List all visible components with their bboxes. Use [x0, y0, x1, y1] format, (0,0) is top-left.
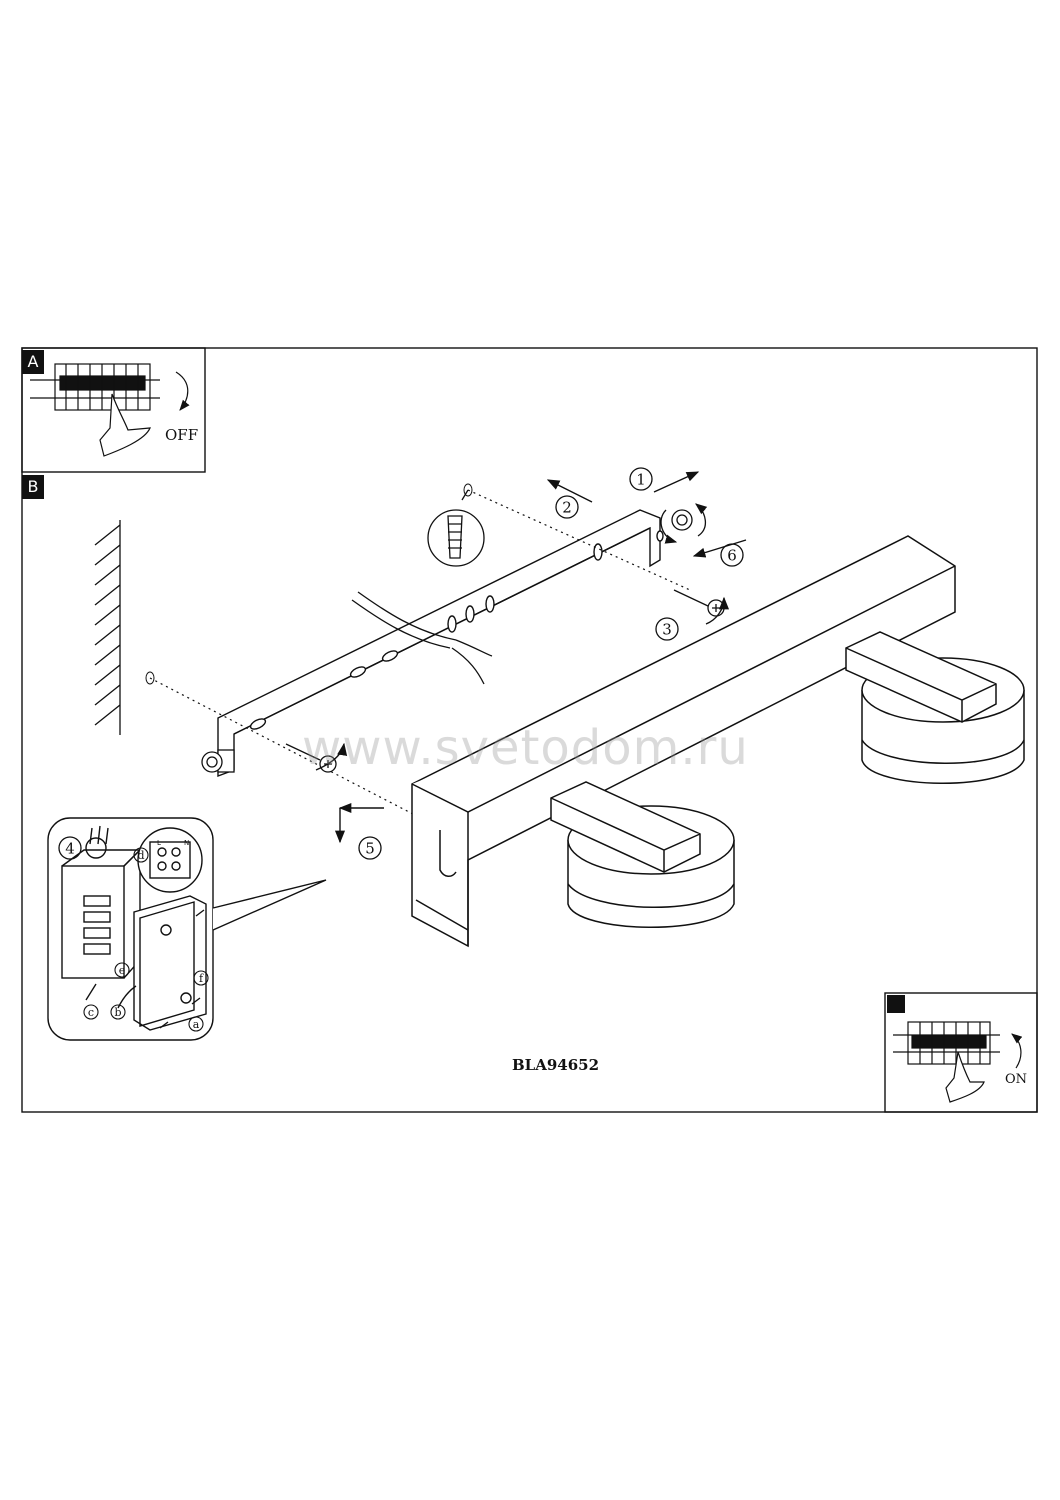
wall-surface: [94, 520, 121, 735]
panel-b-letter: B: [22, 475, 44, 499]
step-circles: [58, 467, 744, 860]
detail-b-label: b: [114, 1006, 121, 1019]
panel-a-box: [21, 347, 206, 473]
detail-c-label: c: [88, 1006, 94, 1019]
mounting-bracket: [217, 509, 664, 778]
wall-plug-inset: [427, 489, 485, 567]
step-3-label: 3: [662, 621, 672, 639]
detail-a-label: a: [193, 1018, 200, 1031]
screw-turn-arrow: [315, 742, 348, 771]
screw-right: [673, 589, 725, 617]
detail-circles: [83, 847, 209, 1032]
step-4-label: 4: [65, 840, 75, 858]
drill-alignment-lines: [149, 489, 691, 829]
wiring-detail-inset: [47, 817, 327, 1041]
step-6-arrow: [692, 539, 747, 558]
step-6-label: 6: [727, 547, 737, 565]
step-1-arrow: [653, 471, 700, 493]
step-2-label: 2: [562, 499, 572, 517]
breaker-on-illustration: [893, 1021, 1023, 1103]
lamp-head-left: [550, 781, 735, 928]
detail-d-label: d: [137, 849, 144, 862]
terminal-n-label: N: [184, 839, 189, 847]
breaker-on-label: ON: [1005, 1072, 1028, 1087]
step-5-label: 5: [365, 840, 375, 858]
panel-c-box: [884, 992, 1038, 1113]
drill-hole-top: [463, 483, 473, 497]
step-1-label: 1: [636, 471, 646, 489]
drill-hole-left: [145, 671, 155, 685]
lamp-body: [411, 535, 956, 948]
panel-a-letter: A: [22, 350, 44, 374]
terminal-l-label: L: [157, 839, 161, 847]
watermark: www.svetodom.ru: [302, 720, 749, 776]
thumb-nut-left: [201, 749, 235, 773]
diagram-frame: [21, 347, 1038, 1113]
thumb-nut-right: [660, 503, 708, 544]
breaker-off-label: OFF: [165, 426, 199, 444]
breaker-off-illustration: [30, 363, 190, 457]
model-code: BLA94652: [512, 1056, 600, 1074]
step-3-arrow: [705, 596, 730, 625]
lamp-head-right: [845, 631, 1025, 784]
detail-e-label: e: [119, 964, 126, 977]
step-2-arrow: [546, 479, 593, 503]
panel-c-letter: [887, 995, 905, 1013]
mains-cable: [351, 591, 493, 685]
detail-f-label: f: [199, 972, 204, 985]
